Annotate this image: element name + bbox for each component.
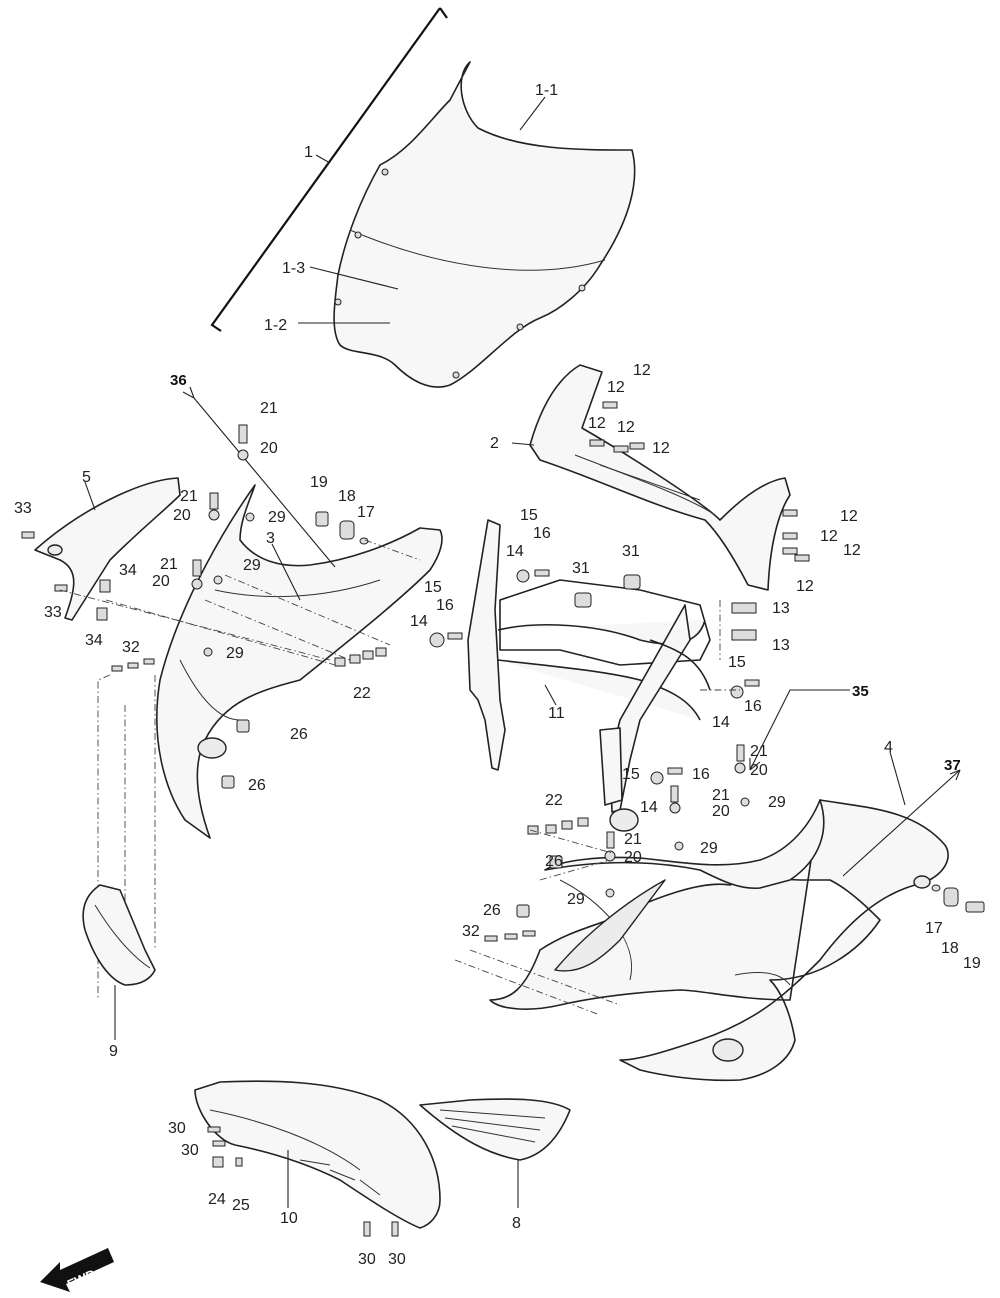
- part-label-14: 14: [640, 799, 658, 816]
- front-cowl-upper: [511, 364, 791, 591]
- part-label-34: 34: [85, 632, 103, 649]
- part-label-15: 15: [424, 579, 442, 596]
- part-label-13: 13: [772, 600, 790, 617]
- part-label-4: 4: [884, 739, 893, 756]
- part-label-20: 20: [624, 849, 642, 866]
- part-label-3: 3: [266, 530, 275, 547]
- part-label-15: 15: [520, 507, 538, 524]
- part-label-31: 31: [572, 560, 590, 577]
- part-label-8: 8: [512, 1215, 521, 1232]
- part-label-20: 20: [173, 507, 191, 524]
- part-label-5: 5: [82, 469, 91, 486]
- part-label-12: 12: [633, 362, 651, 379]
- part-label-16: 16: [692, 766, 710, 783]
- part-label-33: 33: [44, 604, 62, 621]
- part-label-12: 12: [796, 578, 814, 595]
- part-label-29: 29: [700, 840, 718, 857]
- part-label-12: 12: [607, 379, 625, 396]
- part-label-1: 1: [304, 144, 313, 161]
- part-label-26: 26: [248, 777, 266, 794]
- windscreen: [210, 7, 636, 388]
- under-cover: [194, 1080, 441, 1229]
- part-label-17: 17: [357, 504, 375, 521]
- part-label-21: 21: [260, 400, 278, 417]
- part-label-32: 32: [462, 923, 480, 940]
- part-label-34: 34: [119, 562, 137, 579]
- part-label-14: 14: [712, 714, 730, 731]
- lower-inner-trim: [82, 884, 156, 1040]
- part-label-13: 13: [772, 637, 790, 654]
- part-label-25: 25: [232, 1197, 250, 1214]
- part-label-16: 16: [436, 597, 454, 614]
- side-grille: [419, 1098, 571, 1208]
- part-label-12: 12: [820, 528, 838, 545]
- part-label-26: 26: [290, 726, 308, 743]
- part-label-1-2: 1-2: [264, 317, 287, 334]
- part-label-19: 19: [963, 955, 981, 972]
- inner-panel: [156, 386, 443, 839]
- part-label-12: 12: [588, 415, 606, 432]
- part-label-26: 26: [483, 902, 501, 919]
- part-label-12: 12: [617, 419, 635, 436]
- part-label-30: 30: [168, 1120, 186, 1137]
- part-label-16: 16: [744, 698, 762, 715]
- part-label-22: 22: [353, 685, 371, 702]
- part-label-18: 18: [338, 488, 356, 505]
- side-panel-upper: [34, 477, 181, 621]
- part-label-29: 29: [268, 509, 286, 526]
- part-label-21: 21: [624, 831, 642, 848]
- part-label-15: 15: [728, 654, 746, 671]
- part-label-26: 26: [545, 853, 563, 870]
- part-label-29: 29: [768, 794, 786, 811]
- part-label-21: 21: [180, 488, 198, 505]
- part-label-1-3: 1-3: [282, 260, 305, 277]
- cowl-stay-frame: [467, 519, 711, 832]
- part-label-20: 20: [152, 573, 170, 590]
- ref-36: 36: [170, 372, 187, 389]
- part-label-32: 32: [122, 639, 140, 656]
- part-label-1-1: 1-1: [535, 82, 558, 99]
- part-label-21: 21: [712, 787, 730, 804]
- ref-35-leader: [749, 689, 850, 771]
- assembly-guide-lines: [59, 539, 740, 1016]
- ref-37: 37: [944, 757, 961, 774]
- part-label-31: 31: [622, 543, 640, 560]
- part-label-30: 30: [358, 1251, 376, 1268]
- hardware-lower: [207, 1126, 399, 1237]
- part-label-22: 22: [545, 792, 563, 809]
- ref-35: 35: [852, 683, 869, 700]
- part-label-19: 19: [310, 474, 328, 491]
- part-label-12: 12: [652, 440, 670, 457]
- part-label-9: 9: [109, 1043, 118, 1060]
- part-label-11: 11: [548, 705, 565, 722]
- part-label-29: 29: [243, 557, 261, 574]
- lower-cowl: [489, 751, 961, 1082]
- part-label-18: 18: [941, 940, 959, 957]
- part-label-14: 14: [506, 543, 524, 560]
- part-label-30: 30: [388, 1251, 406, 1268]
- fwd-arrow-icon: FWD: [40, 1248, 114, 1292]
- part-label-24: 24: [208, 1191, 226, 1208]
- part-label-16: 16: [533, 525, 551, 542]
- part-label-29: 29: [567, 891, 585, 908]
- part-label-20: 20: [750, 762, 768, 779]
- part-label-10: 10: [280, 1210, 298, 1227]
- part-label-14: 14: [410, 613, 428, 630]
- hardware: [21, 401, 985, 942]
- part-label-15: 15: [622, 766, 640, 783]
- part-label-29: 29: [226, 645, 244, 662]
- part-label-21: 21: [750, 743, 768, 760]
- part-label-12: 12: [840, 508, 858, 525]
- part-label-30: 30: [181, 1142, 199, 1159]
- part-label-20: 20: [712, 803, 730, 820]
- part-label-33: 33: [14, 500, 32, 517]
- part-label-2: 2: [490, 435, 499, 452]
- part-label-17: 17: [925, 920, 943, 937]
- part-label-20: 20: [260, 440, 278, 457]
- part-label-21: 21: [160, 556, 178, 573]
- part-label-12: 12: [843, 542, 861, 559]
